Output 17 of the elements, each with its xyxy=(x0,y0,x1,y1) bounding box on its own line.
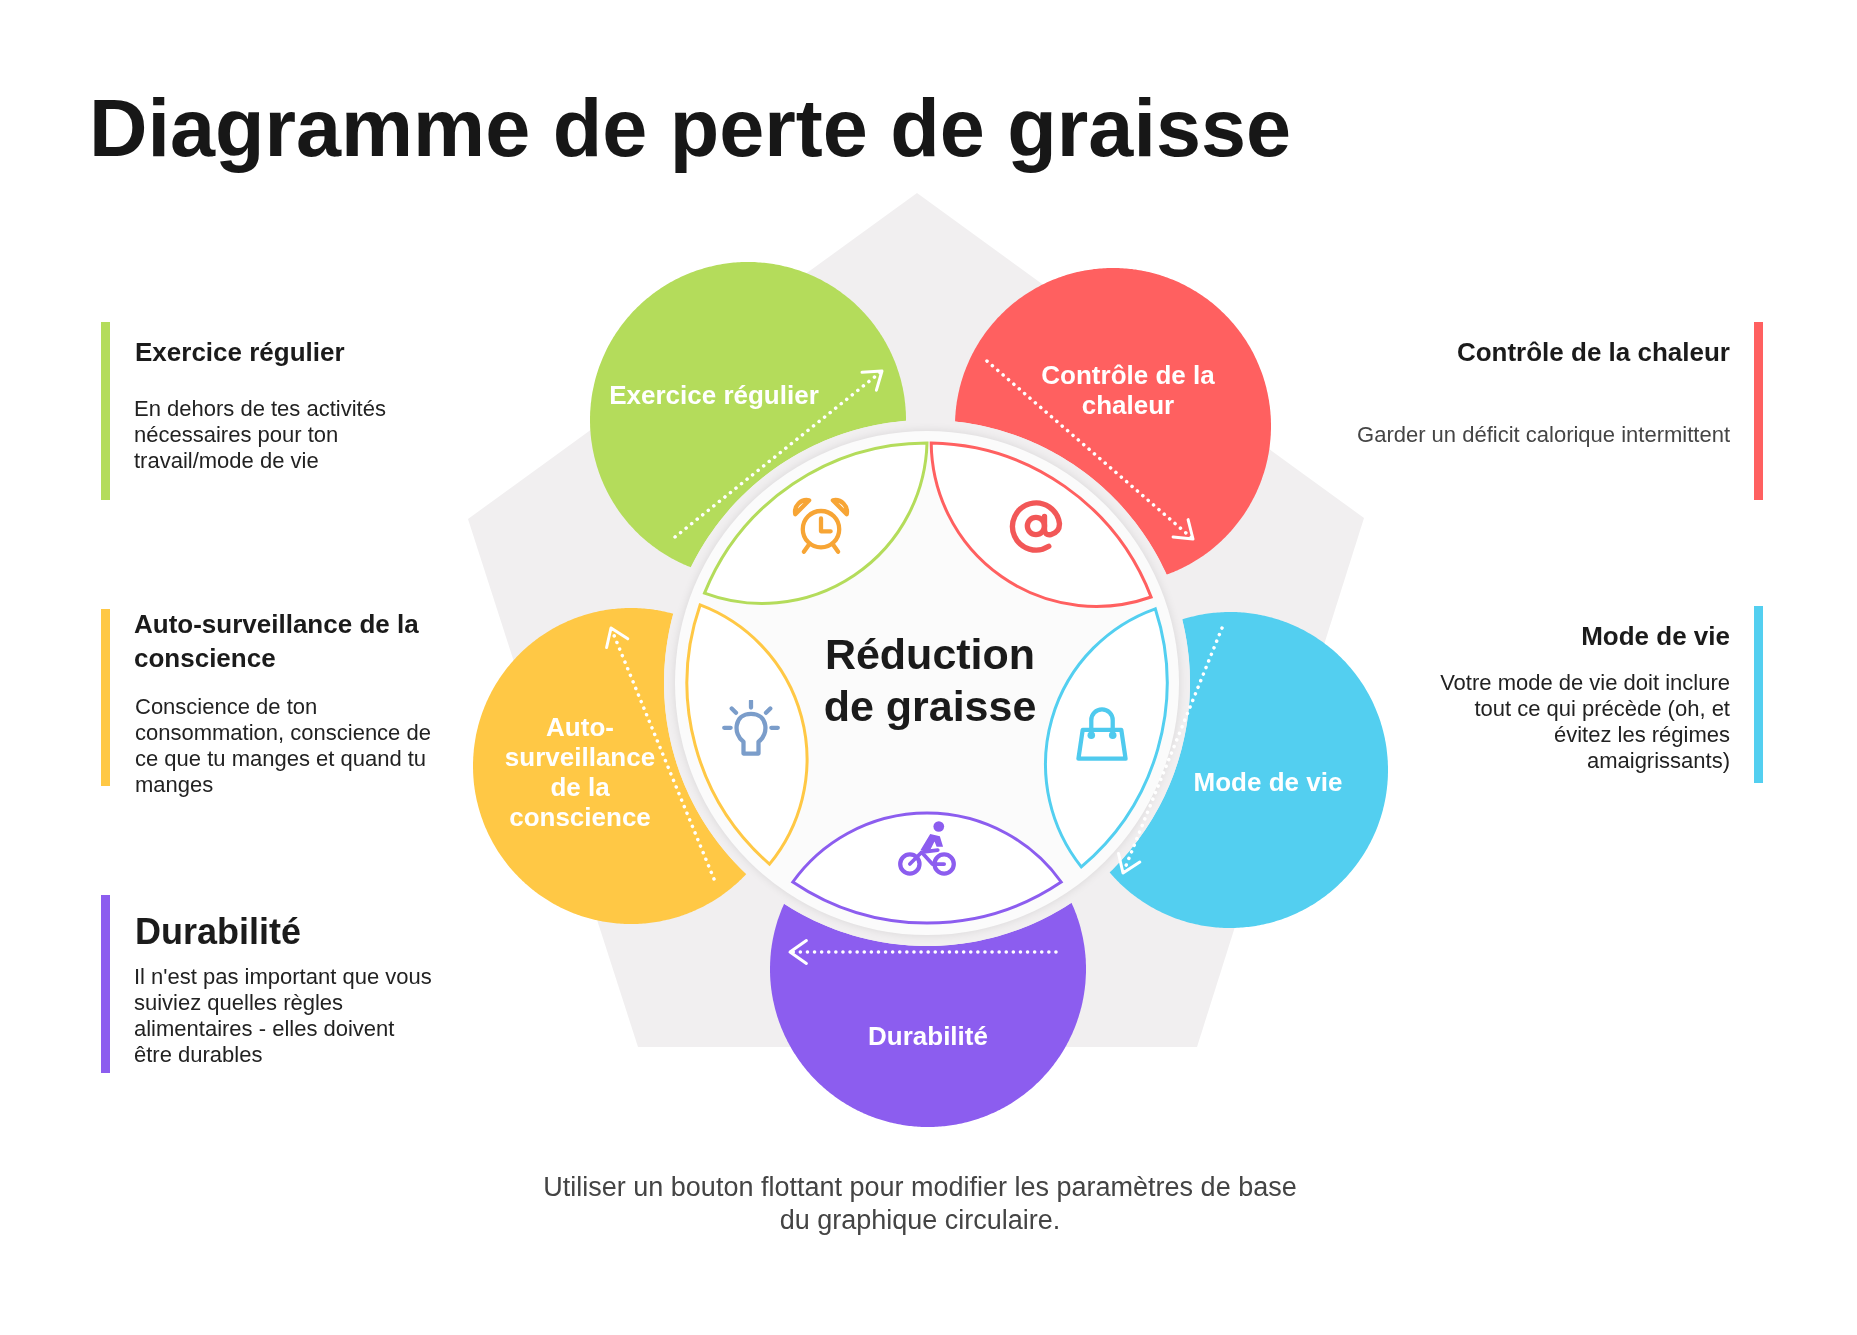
section-description: Votre mode de vie doit inclure tout ce qui précède (oh, et évitez les régimes amaigrissants) xyxy=(1439,670,1730,774)
section-description: Conscience de ton consommation, conscience de ce que tu manges et quand tu manges xyxy=(135,694,432,798)
section-description: Il n'est pas important que vous suiviez quelles règles alimentaires - elles doivent être durables xyxy=(134,964,433,1068)
caption-text: Utiliser un bouton flottant pour modifier les paramètres de base du graphique circulaire. xyxy=(542,1171,1298,1237)
circle-label: Exercice régulier xyxy=(608,380,820,410)
section-heading: Contrôle de la chaleur xyxy=(1455,336,1730,369)
circle-label: Durabilité xyxy=(867,1021,989,1051)
section-heading: Auto-surveillance de la conscience xyxy=(134,608,420,675)
circle-label: Mode de vie xyxy=(1193,767,1343,797)
circle-label: Contrôle de la chaleur xyxy=(1040,360,1216,420)
section-heading: Mode de vie xyxy=(1580,620,1730,653)
section-description: En dehors de tes activités nécessaires pour ton travail/mode de vie xyxy=(134,396,387,474)
center-label: Réduction de graisse xyxy=(823,629,1037,732)
section-heading: Durabilité xyxy=(135,910,303,954)
section-heading: Exercice régulier xyxy=(135,336,346,369)
circle-label: Auto-surveillance de la conscience xyxy=(504,712,656,832)
section-description: Garder un déficit calorique intermittent xyxy=(1356,422,1730,448)
